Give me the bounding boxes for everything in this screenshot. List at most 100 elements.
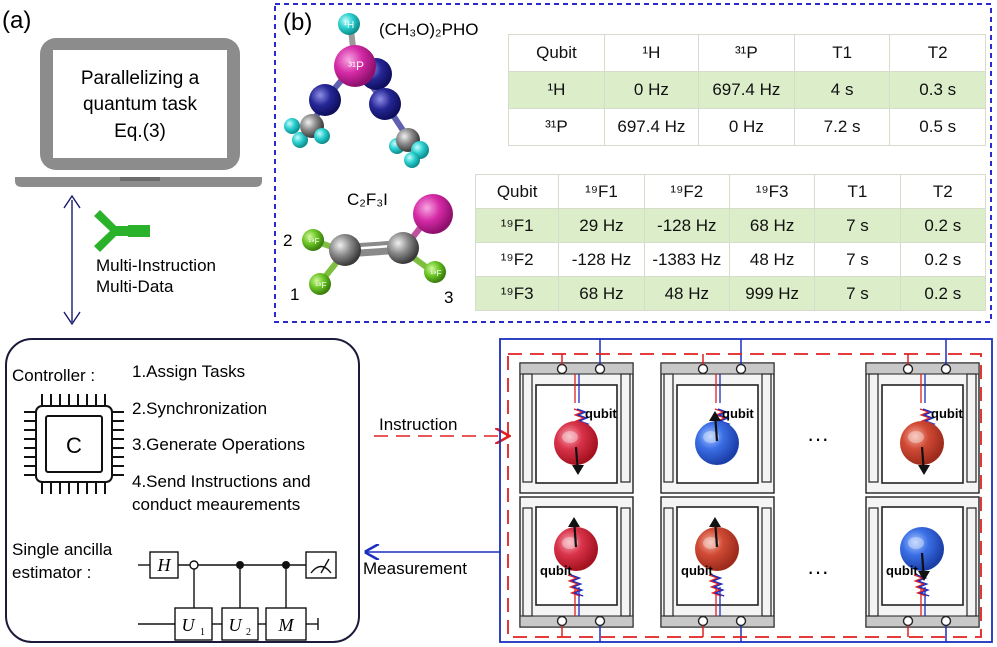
control-dot-m bbox=[282, 561, 290, 569]
fluorine-number-1: 1 bbox=[290, 285, 299, 304]
table1-cell: ³¹P bbox=[508, 108, 605, 146]
sphere-highlight bbox=[908, 537, 924, 549]
arrow-head-up bbox=[63, 194, 81, 209]
ellipsis-bottom: ··· bbox=[807, 559, 829, 584]
molecule2-model bbox=[302, 194, 453, 295]
table2-cell: 29 Hz bbox=[558, 208, 645, 243]
terminal-blue bbox=[940, 615, 952, 627]
spin-sphere-red bbox=[900, 421, 944, 465]
estimator-label-2: estimator : bbox=[12, 563, 91, 582]
gate-u1: U bbox=[182, 615, 196, 635]
cell-rail-right bbox=[761, 507, 772, 617]
nmr-table-2: Qubit ¹⁹F1 ¹⁹F2 ¹⁹F3 T1 T2 ¹⁹F1 29 Hz -1… bbox=[474, 174, 987, 311]
qubit-label: qubit bbox=[681, 563, 713, 578]
molecule1-formula: (CH₃O)₂PHO bbox=[379, 20, 478, 39]
table1-cell: 4 s bbox=[793, 71, 891, 109]
panel-label-a: (a) bbox=[2, 7, 31, 34]
cell-rail-left bbox=[522, 373, 533, 483]
molecule1-model bbox=[284, 13, 429, 168]
rf-wave-blue bbox=[570, 574, 584, 597]
spin-sphere-blue bbox=[695, 421, 739, 465]
table1-header-h: ¹H bbox=[603, 34, 699, 72]
qubit-label: qubit bbox=[540, 563, 572, 578]
table2-cell: ¹⁹F1 bbox=[474, 208, 560, 243]
fluorine-number-2: 2 bbox=[283, 231, 292, 250]
controller-step-2: 2.Synchronization bbox=[132, 399, 267, 418]
rf-wave-red bbox=[708, 574, 722, 597]
molecule2-formula: C₂F₃I bbox=[347, 190, 388, 209]
measurement-label: Measurement bbox=[363, 559, 467, 578]
gate-h: H bbox=[157, 555, 172, 575]
ancilla-circuit bbox=[138, 551, 337, 641]
cell-rail-right bbox=[761, 373, 772, 483]
terminal-blue bbox=[594, 615, 606, 627]
panel-b-border bbox=[274, 3, 992, 323]
terminal-red bbox=[902, 615, 914, 627]
qubit-label: qubit bbox=[931, 406, 963, 421]
atom-p-label: ³¹P bbox=[348, 59, 364, 73]
cell-rail-left bbox=[868, 373, 879, 483]
cell-rail-left bbox=[522, 507, 533, 617]
table2-header-f2: ¹⁹F2 bbox=[643, 174, 730, 209]
spin-sphere-red bbox=[554, 421, 598, 465]
atom-f2-label: ¹⁹F bbox=[309, 237, 320, 246]
terminal-red bbox=[556, 363, 568, 375]
control-dot-u2 bbox=[236, 561, 244, 569]
table1-header-t2: T2 bbox=[889, 34, 986, 72]
spin-down-icon bbox=[572, 465, 584, 475]
cell-rail-right bbox=[966, 507, 977, 617]
estimator-label-1: Single ancilla bbox=[12, 540, 113, 559]
instruction-label: Instruction bbox=[379, 415, 457, 434]
sphere-highlight bbox=[703, 431, 719, 443]
electrode-band bbox=[660, 362, 775, 375]
table2-cell: 0.2 s bbox=[899, 276, 987, 311]
ellipsis-top: ··· bbox=[807, 426, 829, 451]
sphere-highlight bbox=[562, 431, 578, 443]
cell-rail-right bbox=[620, 373, 631, 483]
qubit-label: qubit bbox=[886, 563, 918, 578]
controller-title: Controller : bbox=[12, 366, 95, 385]
electrode-band bbox=[865, 362, 980, 375]
laptop-text-line1: Parallelizing a bbox=[81, 68, 200, 89]
table2-header-f1: ¹⁹F1 bbox=[558, 174, 645, 209]
cell-rail-left bbox=[868, 507, 879, 617]
spin-sphere-blue bbox=[900, 527, 944, 571]
table2-cell: -128 Hz bbox=[558, 242, 645, 277]
instruction-bus-frame bbox=[507, 353, 982, 638]
table2-cell: 7 s bbox=[814, 242, 901, 277]
table2-cell: 7 s bbox=[814, 208, 901, 243]
terminal-red bbox=[902, 363, 914, 375]
gate-u2-sub: 2 bbox=[246, 627, 251, 638]
spin-down-icon bbox=[918, 465, 930, 475]
table2-header-t2: T2 bbox=[899, 174, 987, 209]
controller-box bbox=[5, 338, 360, 643]
table1-cell: 7.2 s bbox=[793, 108, 891, 146]
chip-label: C bbox=[66, 433, 82, 458]
sphere-highlight bbox=[703, 537, 719, 549]
spin-up-icon bbox=[568, 517, 580, 527]
table2-cell: 999 Hz bbox=[728, 276, 816, 311]
spin-sphere-red bbox=[695, 527, 739, 571]
terminal-red bbox=[556, 615, 568, 627]
cell-rail-left bbox=[663, 507, 674, 617]
laptop-text-line3: Eq.(3) bbox=[114, 121, 166, 142]
electrode-band bbox=[519, 362, 634, 375]
terminal-blue bbox=[735, 363, 747, 375]
electrode-band bbox=[865, 615, 980, 628]
panel-label-b: (b) bbox=[283, 9, 312, 36]
table2-cell: 7 s bbox=[814, 276, 901, 311]
electrode-band bbox=[660, 615, 775, 628]
laptop-icon bbox=[15, 38, 262, 187]
table2-cell: -128 Hz bbox=[643, 208, 730, 243]
rf-wave-red bbox=[913, 574, 927, 597]
chip-icon bbox=[24, 394, 124, 494]
table2-header-t1: T1 bbox=[814, 174, 901, 209]
spin-sphere-red bbox=[554, 527, 598, 571]
mimd-line2: Multi-Data bbox=[96, 277, 174, 296]
terminal-blue bbox=[594, 363, 606, 375]
laptop-text-line2: quantum task bbox=[83, 94, 198, 115]
table1-cell: 697.4 Hz bbox=[697, 71, 795, 109]
table1-cell: 0 Hz bbox=[603, 71, 699, 109]
table1-cell: 0.3 s bbox=[889, 71, 986, 109]
